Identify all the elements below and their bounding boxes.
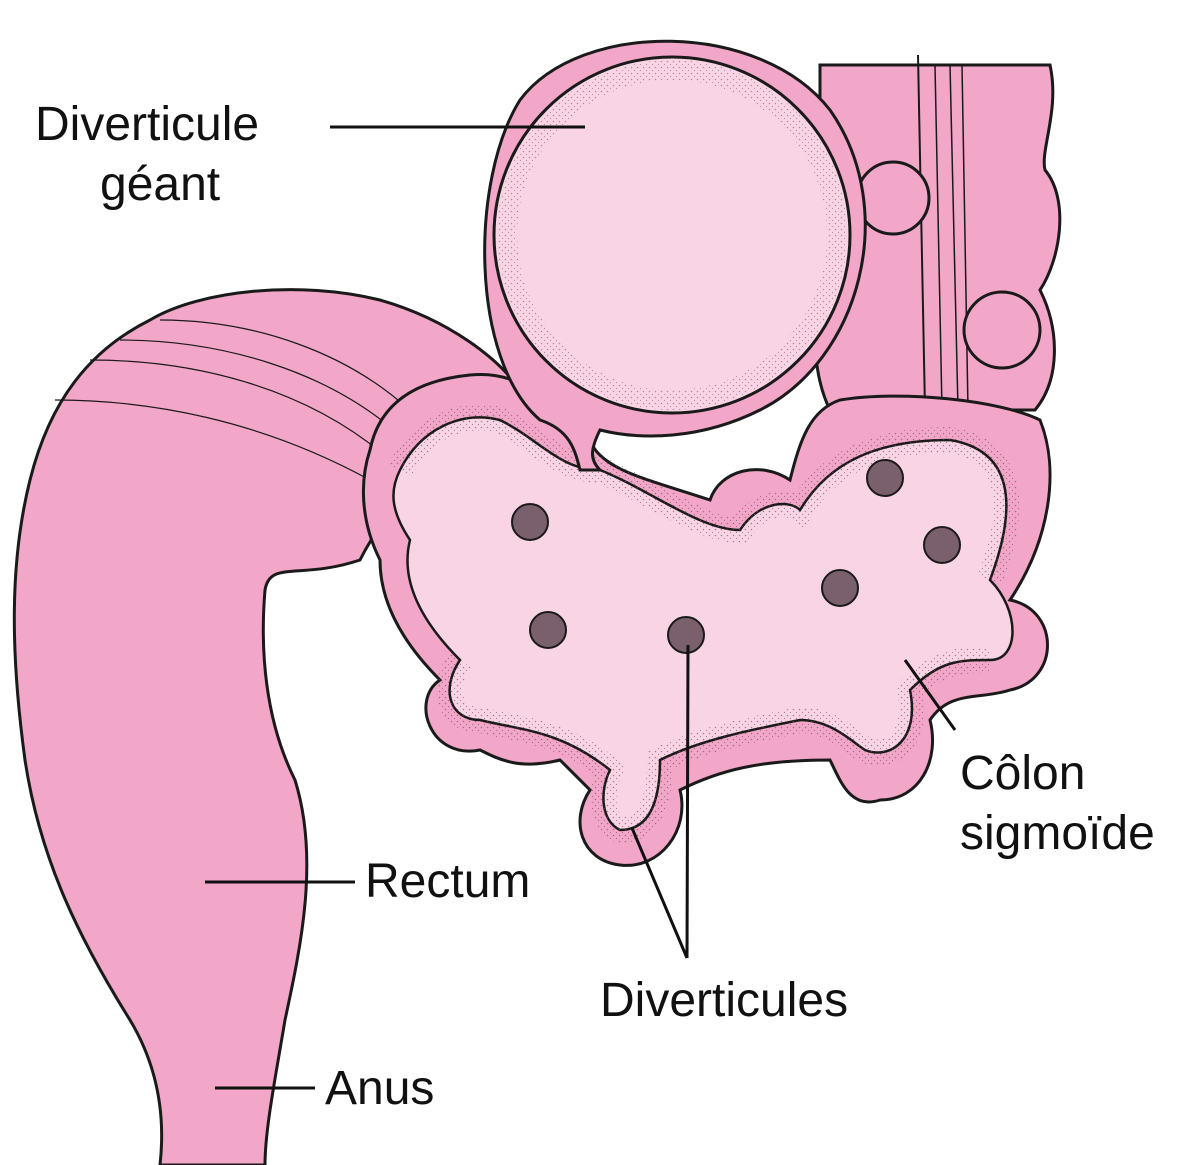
- label-sigmoid-1: Côlon: [960, 747, 1086, 800]
- label-giant-diverticulum-1: Diverticule: [35, 98, 260, 151]
- label-rectum: Rectum: [365, 855, 531, 908]
- leader-lines: [205, 125, 957, 1090]
- leader-diverticula-2: [630, 827, 689, 959]
- leader-diverticula-1: [685, 644, 690, 959]
- diverticula-openings: [511, 459, 961, 654]
- leader-sigmoid: [903, 659, 957, 731]
- label-sigmoid-2: sigmoïde: [960, 807, 1155, 860]
- label-giant-diverticulum-2: géant: [100, 158, 221, 211]
- label-diverticula: Diverticules: [600, 974, 849, 1027]
- descending-colon: [813, 54, 1062, 412]
- sigmoid-colon: [362, 372, 1052, 867]
- label-anus: Anus: [325, 1062, 435, 1115]
- giant-diverticulum: [483, 39, 867, 472]
